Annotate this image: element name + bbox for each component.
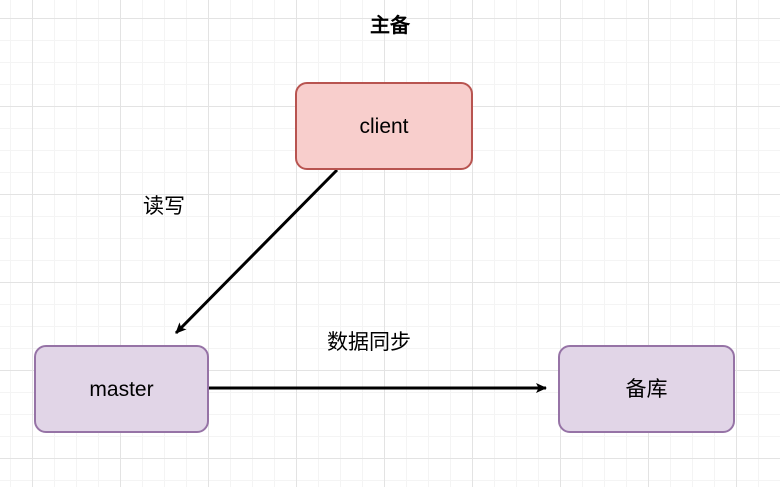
edge-client-to-master [174, 168, 339, 335]
node-master-label: master [89, 377, 154, 401]
diagram-title: 主备 [370, 15, 410, 37]
node-client[interactable]: client [295, 82, 473, 170]
edge-label-data-sync: 数据同步 [327, 331, 411, 354]
edge-label-read-write: 读写 [143, 195, 185, 218]
node-standby[interactable]: 备库 [558, 345, 735, 433]
node-client-label: client [359, 114, 409, 138]
node-master[interactable]: master [34, 345, 209, 433]
node-standby-label: 备库 [625, 377, 668, 401]
